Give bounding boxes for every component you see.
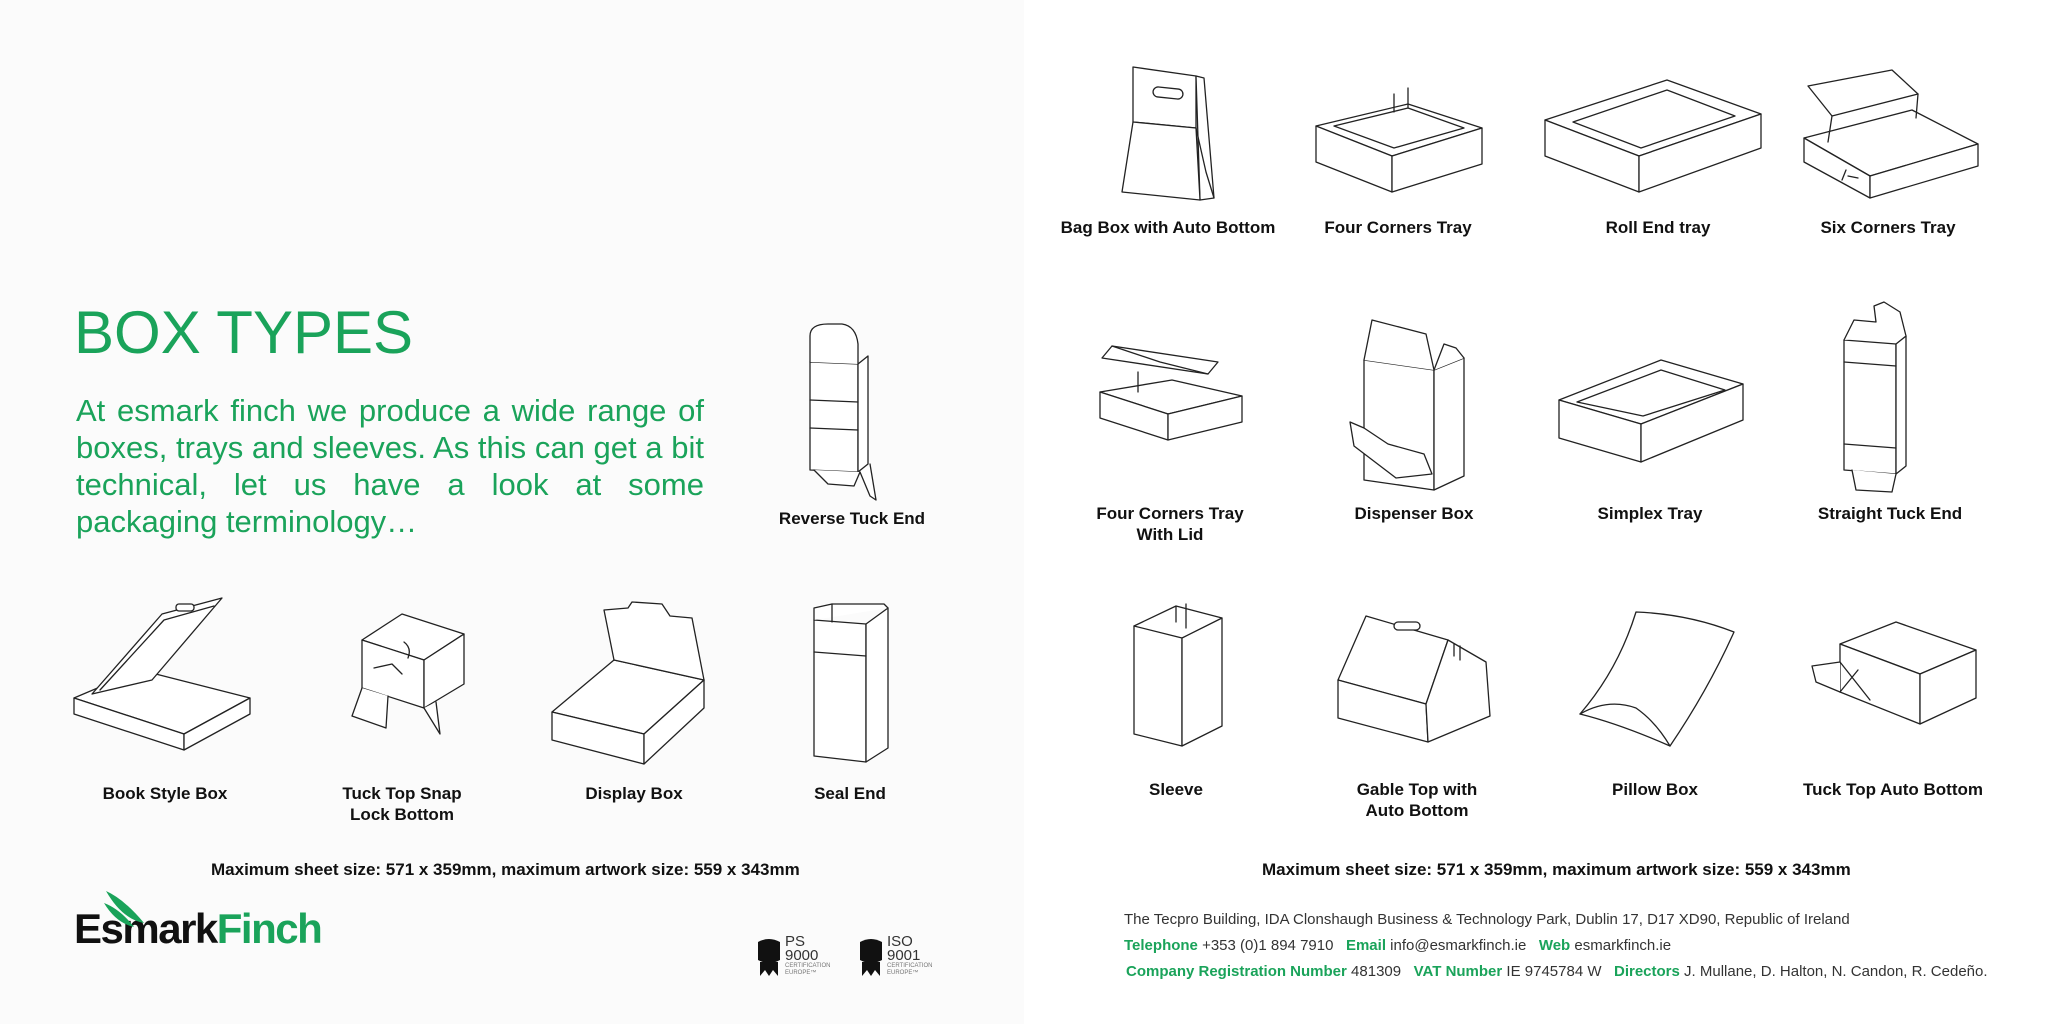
roll-end-tray-illustration: [1543, 78, 1763, 198]
four-corners-tray-lid-label-2: With Lid: [1136, 525, 1204, 544]
iso9001-cert: ISO 9001 CERTIFICATION EUROPE™: [858, 933, 933, 977]
telephone-label: Telephone: [1124, 937, 1198, 954]
simplex-tray-illustration: [1557, 358, 1747, 466]
reverse-tuck-end-label: Reverse Tuck End: [778, 509, 926, 528]
dispenser-box-illustration: [1344, 318, 1474, 493]
certification-seal-icon: [860, 939, 882, 976]
left-panel: [0, 0, 1024, 1024]
six-corners-tray-illustration: [1802, 66, 1982, 206]
straight-tuck-end-label: Straight Tuck End: [1817, 504, 1963, 523]
reverse-tuck-end-illustration: [808, 322, 888, 502]
tuck-top-auto-bottom-illustration: [1810, 620, 1980, 730]
footer-address: The Tecpro Building, IDA Clonshaugh Busi…: [1124, 911, 1850, 928]
straight-tuck-end-illustration: [1842, 300, 1922, 495]
certification-seal-icon: [758, 939, 780, 976]
bag-box-label: Bag Box with Auto Bottom: [1060, 218, 1276, 237]
roll-end-tray-label: Roll End tray: [1605, 218, 1711, 237]
gable-top-auto-bottom-illustration: [1336, 614, 1496, 744]
book-style-box-illustration: [72, 594, 257, 754]
logo-esmark: Esmark: [74, 905, 218, 952]
six-corners-tray-label: Six Corners Tray: [1820, 218, 1956, 237]
max-sheet-note-left: Maximum sheet size: 571 x 359mm, maximum…: [211, 860, 800, 879]
book-style-box-label: Book Style Box: [102, 784, 228, 803]
logo-finch: Finch: [216, 905, 323, 952]
display-box-illustration: [550, 600, 710, 768]
company-logo: EsmarkFinch: [74, 891, 323, 953]
sleeve-illustration: [1132, 600, 1232, 750]
vat-label: VAT Number: [1413, 963, 1503, 980]
max-sheet-note-right: Maximum sheet size: 571 x 359mm, maximum…: [1262, 860, 1851, 879]
company-reg-value: 481309: [1351, 963, 1402, 980]
seal-end-label: Seal End: [814, 784, 886, 803]
cert-sub: EUROPE™: [785, 970, 817, 976]
web-link[interactable]: esmarkfinch.ie: [1574, 937, 1672, 954]
simplex-tray-label: Simplex Tray: [1597, 504, 1703, 523]
email-link[interactable]: info@esmarkfinch.ie: [1390, 937, 1527, 954]
four-corners-tray-illustration: [1314, 86, 1484, 196]
email-label: Email: [1345, 937, 1386, 954]
cert-number: 9001: [887, 947, 921, 964]
gable-top-label-2: Auto Bottom: [1365, 801, 1469, 820]
dispenser-box-label: Dispenser Box: [1354, 504, 1474, 523]
intro-text: At esmark finch we produce a wide range …: [76, 393, 704, 539]
cert-name: ISO: [887, 933, 913, 950]
seal-end-illustration: [812, 602, 892, 767]
directors-value: J. Mullane, D. Halton, N. Candon, R. Ced…: [1684, 963, 1988, 980]
ps9000-cert: PS 9000 CERTIFICATION EUROPE™: [756, 933, 831, 977]
bag-box-illustration: [1118, 62, 1228, 202]
tuck-top-auto-bottom-label: Tuck Top Auto Bottom: [1802, 780, 1984, 799]
four-corners-tray-lid-label-1: Four Corners Tray: [1096, 504, 1244, 523]
cert-text: ISO 9001 CERTIFICATION EUROPE™: [887, 933, 933, 977]
four-corners-tray-label: Four Corners Tray: [1324, 218, 1472, 237]
display-box-label: Display Box: [585, 784, 683, 803]
sleeve-label: Sleeve: [1149, 780, 1203, 799]
web-label: Web: [1538, 937, 1571, 954]
directors-label: Directors: [1614, 963, 1680, 980]
footer-contact: Telephone +353 (0)1 894 7910 Email info@…: [1124, 937, 1671, 954]
tuck-top-snap-label-2: Lock Bottom: [350, 805, 454, 824]
gable-top-label-1: Gable Top with: [1356, 780, 1478, 799]
cert-text: PS 9000 CERTIFICATION EUROPE™: [785, 933, 831, 977]
tuck-top-snap-lock-bottom-illustration: [328, 612, 468, 737]
tuck-top-snap-label-1: Tuck Top Snap: [342, 784, 462, 803]
cert-sub: CERTIFICATION: [887, 963, 933, 969]
vat-value: IE 9745784 W: [1506, 963, 1602, 980]
four-corners-tray-lid-illustration: [1098, 344, 1248, 444]
cert-sub: EUROPE™: [887, 970, 919, 976]
cert-name: PS: [785, 933, 806, 950]
leaf-icon: [104, 891, 144, 927]
pillow-box-illustration: [1578, 610, 1738, 750]
cert-number: 9000: [785, 947, 819, 964]
footer-registration: Company Registration Number 481309 VAT N…: [1126, 963, 1988, 980]
pillow-box-label: Pillow Box: [1612, 780, 1698, 799]
telephone-value[interactable]: +353 (0)1 894 7910: [1202, 937, 1334, 954]
page-title: BOX TYPES: [74, 299, 414, 366]
company-reg-label: Company Registration Number: [1126, 963, 1347, 980]
cert-sub: CERTIFICATION: [785, 963, 831, 969]
